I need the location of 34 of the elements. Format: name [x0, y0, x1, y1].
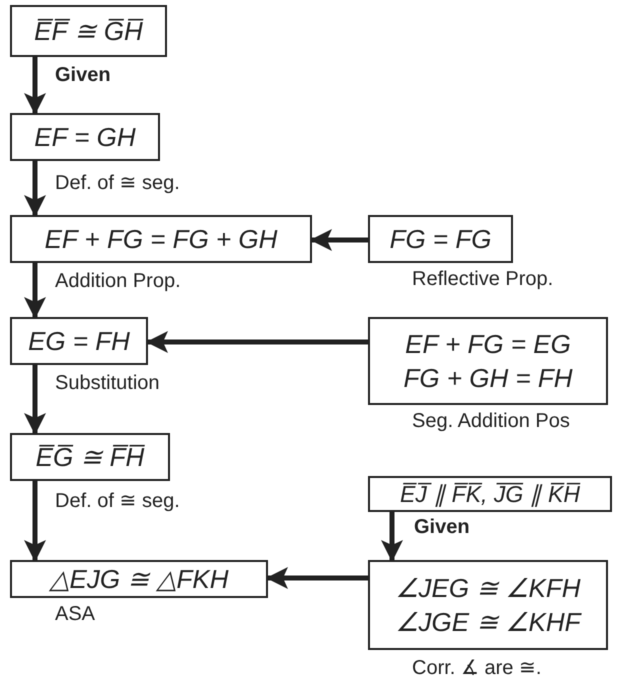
arrow [310, 229, 368, 251]
statement-text: FG + GH = FH [403, 362, 573, 395]
statement-text: FG = FG [390, 223, 492, 256]
statement-box [368, 317, 608, 405]
statement-box [10, 215, 312, 263]
arrow [24, 365, 46, 435]
statement-text: EF = GH [34, 121, 136, 154]
statement-box [10, 433, 170, 481]
statement-box [10, 113, 160, 161]
arrow [266, 567, 368, 589]
arrow [24, 481, 46, 562]
arrow [381, 512, 403, 562]
statement-box [10, 5, 167, 57]
statement-box [368, 476, 612, 512]
statement-box [10, 317, 148, 365]
arrow [24, 161, 46, 217]
edge-label: Addition Prop. [55, 270, 181, 293]
statement-text: EF + FG = EG [405, 328, 571, 361]
reason-label: Seg. Addition Pos [412, 410, 570, 433]
statement-text: ∠JEG ≅ ∠KFH [395, 572, 580, 605]
arrow [146, 331, 368, 353]
statement-text: E̅J̅ ∥ F̅K̅, J̅G̅ ∥ K̅H̅ [400, 480, 580, 509]
statement-text: E̅F̅ ≅ G̅H̅ [34, 15, 143, 48]
statement-text: ∠JGE ≅ ∠KHF [395, 606, 580, 639]
statement-text: △EJG ≅ △FKH [49, 563, 228, 596]
statement-box [368, 215, 513, 263]
statement-text: EF + FG = FG + GH [44, 223, 278, 256]
statement-box [368, 560, 608, 650]
arrow [24, 57, 46, 115]
arrow [24, 263, 46, 319]
statement-box [10, 560, 268, 598]
statement-text: E̅G̅ ≅ F̅H̅ [36, 441, 144, 474]
statement-text: EG = FH [28, 325, 130, 358]
reason-label: Reflective Prop. [412, 268, 554, 291]
